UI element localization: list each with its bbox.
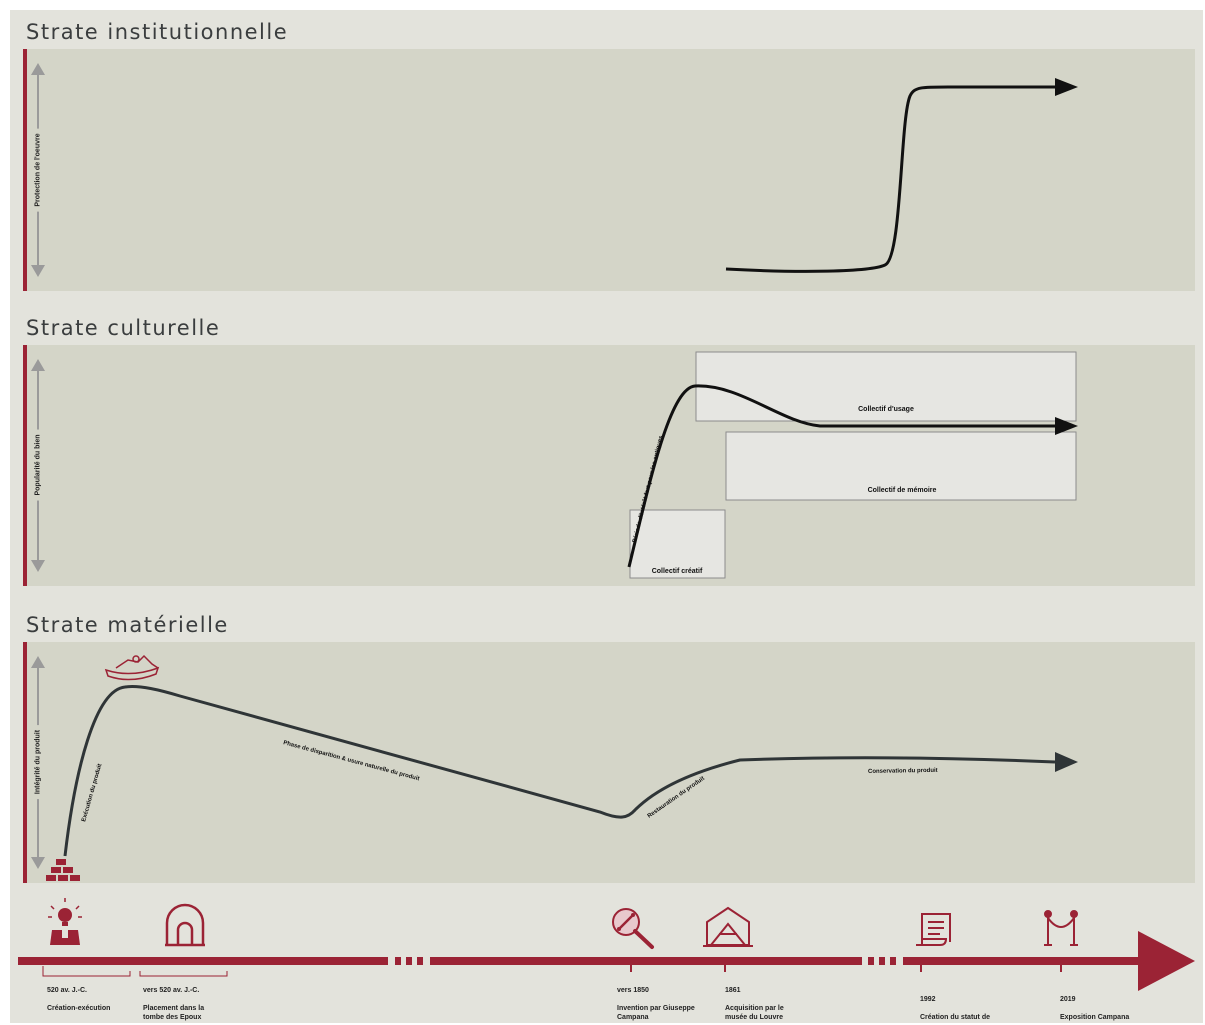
accent-bar	[23, 49, 27, 291]
timeline-gap-mark	[417, 957, 423, 965]
tomb-arch-icon	[165, 903, 205, 947]
tick-mark	[1060, 965, 1062, 972]
material-arrow-icon	[1055, 752, 1078, 772]
event-label: Invention par Giuseppe Campana	[617, 1005, 695, 1021]
event-date: 520 av. J.-C.	[47, 987, 87, 994]
axis-arrow-up-icon	[31, 656, 45, 668]
timeline-gap-mark	[406, 957, 412, 965]
event-date: 2019	[1060, 996, 1076, 1003]
event-label: Création-exécution	[47, 1005, 111, 1012]
culture-curve	[627, 384, 1055, 568]
axis-arrow-down-icon	[31, 857, 45, 869]
barrier-rope-icon	[1044, 910, 1078, 946]
label-collectif-creatif: Collectif créatif	[652, 568, 703, 575]
strate-institutionnelle-panel: Protection de l'oeuvre	[23, 49, 1195, 291]
strate-institutionnelle-title: Strate institutionnelle	[26, 20, 289, 44]
timeline-event-3: vers 1850 Invention par Giuseppe Campana	[617, 977, 697, 1023]
event-label: Placement dans la tombe des Epoux	[143, 1005, 205, 1021]
box-collectif-memoire	[725, 431, 1077, 501]
tick-mark	[920, 965, 922, 972]
box-collectif-usage	[695, 351, 1077, 422]
label-collectif-usage: Collectif d'usage	[858, 406, 914, 413]
timeline-event-2: vers 520 av. J.-C. Placement dans la tom…	[143, 977, 223, 1023]
accent-bar	[23, 642, 27, 883]
event-date: vers 520 av. J.-C.	[143, 987, 200, 994]
accent-bar	[23, 345, 27, 586]
axis-arrow-down-icon	[31, 560, 45, 572]
strate-materielle-title: Strate matérielle	[26, 613, 229, 637]
magnifier-bone-icon	[612, 908, 654, 949]
label-execution: Exécution du produit	[81, 763, 103, 822]
institution-curve	[725, 85, 1055, 273]
timeline-arrow-icon	[1138, 931, 1195, 991]
sarcophagus-icon	[104, 654, 160, 681]
strate-culturelle-title: Strate culturelle	[26, 316, 221, 340]
label-disparition: Phase de disparition & usure naturelle d…	[282, 740, 419, 782]
timeline-gap-mark	[890, 957, 896, 965]
tick-bracket-1	[42, 966, 131, 977]
timeline-gap-mark	[879, 957, 885, 965]
timeline-event-4: 1861 Acquisition par le musée du Louvre	[725, 977, 803, 1023]
diagram-canvas: Strate institutionnelle Protection de l'…	[10, 10, 1203, 1023]
tick-mark	[630, 965, 632, 972]
axis-arrow-up-icon	[31, 63, 45, 75]
timeline-bar	[18, 957, 388, 965]
event-date: vers 1850	[617, 987, 649, 994]
louvre-icon	[703, 906, 753, 947]
document-scroll-icon	[916, 913, 951, 946]
culture-arrow-icon	[1055, 417, 1078, 435]
timeline-event-6: 2019 Exposition Campana au Louvre	[1060, 986, 1135, 1023]
lightbulb-person-icon	[48, 898, 82, 945]
event-date: 1992	[920, 996, 936, 1003]
tick-mark	[724, 965, 726, 972]
event-label: Acquisition par le musée du Louvre	[725, 1005, 784, 1021]
diagram-drawing: Collectif d'usage Collectif de mémoire C…	[18, 78, 1195, 991]
axis-arrow-up-icon	[31, 359, 45, 371]
timeline-bar	[430, 957, 862, 965]
tick-bracket-2	[139, 971, 228, 977]
label-collectif-memoire: Collectif de mémoire	[868, 487, 937, 494]
event-date: 1861	[725, 987, 741, 994]
label-conservation: Conservation du produit	[868, 768, 938, 775]
axis-arrow-down-icon	[31, 265, 45, 277]
material-curve	[63, 685, 1056, 857]
institution-arrow-icon	[1055, 78, 1078, 96]
timeline-bar	[903, 957, 1143, 965]
event-label: Exposition Campana au Louvre	[1060, 1014, 1130, 1021]
timeline-gap-mark	[395, 957, 401, 965]
timeline-gap-mark	[868, 957, 874, 965]
event-label: Création du statut de trésor national	[920, 1014, 991, 1021]
timeline-event-1: 520 av. J.-C. Création-exécution	[47, 977, 110, 1022]
bricks-icon	[46, 859, 80, 881]
strate-materielle-panel: Intégrité du produit	[23, 642, 1195, 883]
box-collectif-creatif	[629, 509, 726, 579]
timeline-event-5: 1992 Création du statut de trésor nation…	[920, 986, 995, 1023]
